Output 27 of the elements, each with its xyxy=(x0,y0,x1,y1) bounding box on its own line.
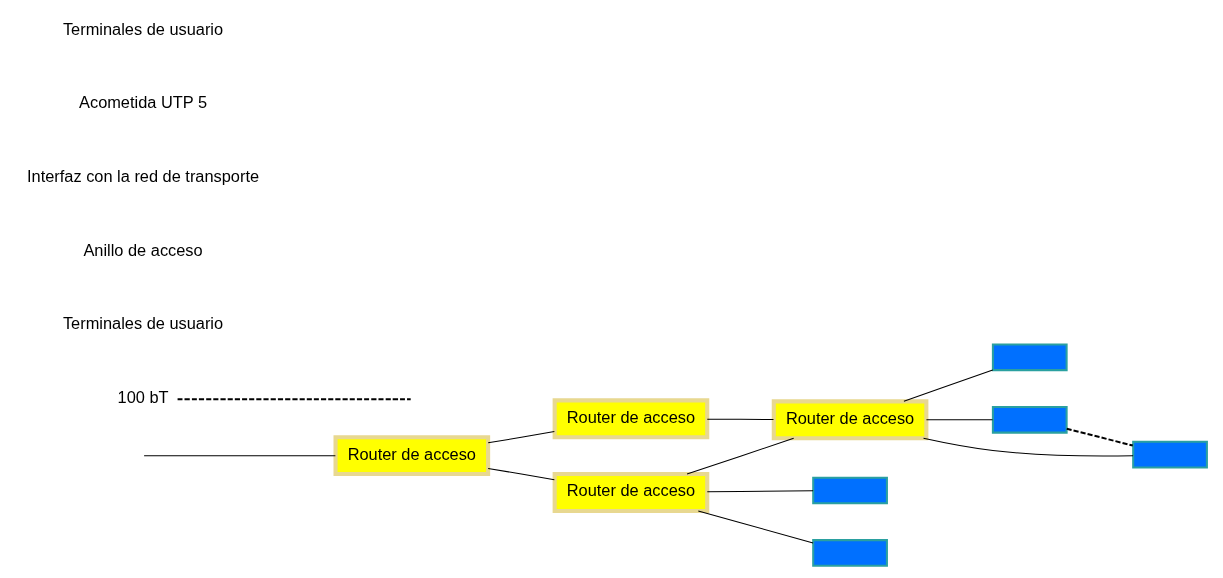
connector xyxy=(487,431,555,444)
connector xyxy=(177,398,411,401)
node-box xyxy=(991,406,1068,434)
connector xyxy=(706,418,774,420)
node-text: 100 bT xyxy=(117,388,169,407)
node-box: Router de acceso xyxy=(552,398,709,440)
label: Interfaz con la red de transporte xyxy=(26,167,259,186)
label: Terminales de usuario xyxy=(62,19,223,38)
connector xyxy=(697,510,814,544)
node-box xyxy=(991,343,1068,372)
connector xyxy=(686,437,794,475)
node-box xyxy=(1131,440,1208,469)
node-box xyxy=(811,539,888,567)
connector xyxy=(706,490,814,493)
connector xyxy=(487,467,555,481)
label: Terminales de usuario xyxy=(62,314,223,333)
connector xyxy=(143,455,336,457)
label: Acometida UTP 5 xyxy=(78,93,207,112)
node-box xyxy=(811,476,888,505)
node-box: Router de acceso xyxy=(333,435,490,477)
node-box: Router de acceso xyxy=(552,472,709,513)
connector xyxy=(1066,427,1133,447)
label: Anillo de acceso xyxy=(82,240,203,259)
connector xyxy=(902,369,993,402)
connector xyxy=(922,437,1134,457)
connector xyxy=(925,419,993,421)
node-box: Router de acceso xyxy=(771,399,928,441)
